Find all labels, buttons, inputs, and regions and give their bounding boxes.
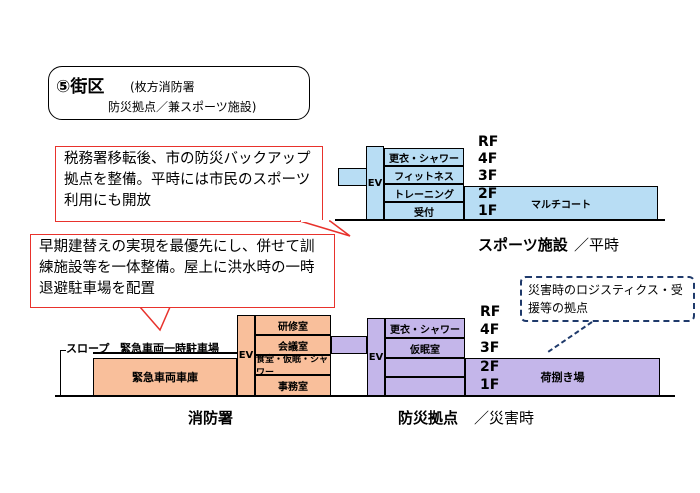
sports-floor-4f: 4F bbox=[478, 151, 498, 167]
ground-line bbox=[55, 395, 675, 397]
sports-floor-2f: 2F bbox=[478, 186, 498, 202]
sports-room-reception: 受付 bbox=[384, 202, 464, 220]
sports-room-changing: 更衣・シャワー bbox=[384, 148, 464, 166]
disaster-caption: 防災拠点 bbox=[398, 409, 459, 427]
fire-room-office: 事務室 bbox=[255, 375, 331, 396]
sports-caption: スポーツ施設 bbox=[478, 236, 568, 254]
disaster-floor-4f: 4F bbox=[480, 322, 500, 338]
disaster-room-changing: 更衣・シャワー bbox=[385, 318, 465, 338]
fire-room-meeting: 会議室 bbox=[255, 335, 331, 355]
callout-fire-station: 早期建替えの実現を最優先にし、併せて訓練施設等を一体整備。屋上に洪水時の一時退避… bbox=[30, 234, 335, 308]
disaster-floor-rf: RF bbox=[480, 304, 501, 320]
sports-room-fitness: フィットネス bbox=[384, 166, 464, 184]
disaster-room-nap: 仮眠室 bbox=[385, 338, 465, 358]
sports-multi-court: マルチコート bbox=[464, 186, 658, 220]
sports-elevator: EV bbox=[366, 146, 384, 220]
sports-floor-1f: 1F bbox=[478, 203, 498, 219]
fire-elevator: EV bbox=[237, 315, 255, 396]
fire-caption: 消防署 bbox=[188, 409, 234, 427]
disaster-floor-1 bbox=[385, 377, 465, 396]
sports-floor-rf: RF bbox=[478, 134, 499, 150]
fire-emergency-garage: 緊急車両車庫 bbox=[93, 358, 237, 396]
fire-room-canteen: 食堂・仮眠・シャワー bbox=[255, 355, 331, 378]
fire-room-training: 研修室 bbox=[255, 315, 331, 335]
fire-slope-label: スロープ bbox=[66, 342, 110, 355]
fire-parking-label: 緊急車両一時駐車場 bbox=[120, 342, 219, 355]
sports-floor-3f: 3F bbox=[478, 168, 498, 184]
disaster-floor-3f: 3F bbox=[480, 340, 500, 356]
fire-parking-deck bbox=[93, 352, 237, 354]
disaster-elevator: EV bbox=[367, 318, 385, 396]
block-subtitle-1: (枚方消防署 bbox=[130, 80, 195, 94]
sports-room-training: トレーニング bbox=[384, 184, 464, 202]
fire-slope-structure bbox=[60, 350, 66, 396]
block-title: ⑤街区 bbox=[56, 77, 105, 97]
disaster-caption-suffix: ／災害時 bbox=[474, 409, 535, 427]
title-frame bbox=[48, 66, 310, 120]
block-subtitle-2: 防災拠点／兼スポーツ施設) bbox=[108, 100, 257, 114]
sports-ground-line bbox=[335, 219, 665, 221]
disaster-floor-2f: 2F bbox=[480, 359, 500, 375]
sports-caption-suffix: ／平時 bbox=[574, 236, 620, 254]
disaster-sorting-area: 荷捌き場 bbox=[465, 358, 660, 396]
disaster-floor-2 bbox=[385, 358, 465, 377]
callout-tax-office: 税務署移転後、市の防災バックアップ拠点を整備。平時には市民のスポーツ利用にも開放 bbox=[55, 146, 323, 222]
sports-connector-bridge bbox=[338, 168, 368, 186]
callout-logistics: 災害時のロジスティクス・受援等の拠点 bbox=[520, 276, 695, 322]
fire-connector-bridge bbox=[331, 336, 367, 354]
disaster-floor-1f: 1F bbox=[480, 377, 500, 393]
